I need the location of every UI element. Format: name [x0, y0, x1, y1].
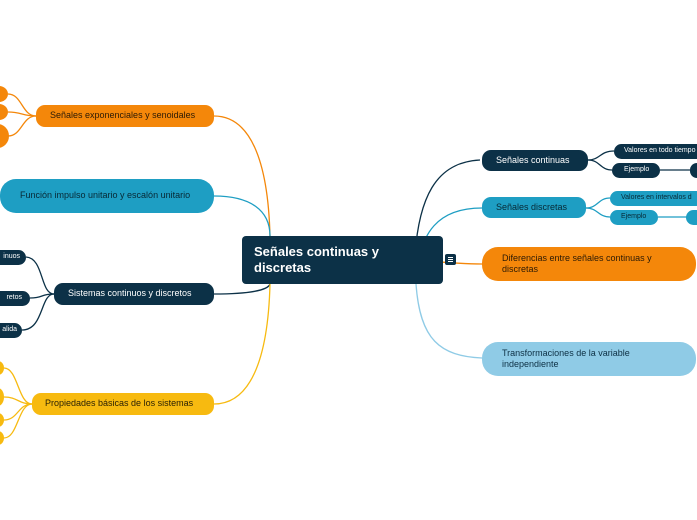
- subtopic-label: Valores en intervalos d: [621, 194, 692, 202]
- topic-diferencias[interactable]: Diferencias entre señales continuas y di…: [482, 247, 696, 281]
- subtopic-valores-discretas[interactable]: Valores en intervalos d: [610, 191, 697, 206]
- subtopic-label: Ejemplo: [621, 213, 647, 221]
- topic-label: Señales exponenciales y senoidales: [50, 110, 196, 121]
- topic-label: Señales discretas: [496, 201, 568, 212]
- topic-transformaciones[interactable]: Transformaciones de la variable independ…: [482, 342, 696, 376]
- subtopic-propiedades-1[interactable]: [0, 361, 4, 375]
- subtopic-exponenciales-1[interactable]: [0, 86, 8, 102]
- topic-label: Función impulso unitario y escalón unita…: [20, 190, 191, 201]
- topic-label: Señales continuas: [496, 154, 570, 165]
- central-topic-label: Señales continuas y discretas: [254, 244, 379, 275]
- subtopic-label: retos: [6, 294, 22, 302]
- subtopic-ejemplo-discretas-child[interactable]: [686, 210, 697, 225]
- topic-label: Diferencias entre señales continuas y di…: [502, 252, 652, 274]
- topic-label: Sistemas continuos y discretos: [68, 288, 192, 299]
- subtopic-ejemplo-continuas-child[interactable]: [690, 163, 697, 178]
- subtopic-propiedades-3[interactable]: [0, 413, 4, 427]
- topic-label: Propiedades básicas de los sistemas: [45, 398, 194, 409]
- subtopic-label: inuos: [3, 253, 20, 261]
- topic-exponenciales[interactable]: Señales exponenciales y senoidales: [36, 105, 214, 127]
- subtopic-sistemas-3[interactable]: alida: [0, 323, 22, 338]
- subtopic-propiedades-4[interactable]: [0, 431, 4, 445]
- topic-impulso[interactable]: Función impulso unitario y escalón unita…: [0, 179, 214, 213]
- topic-label: Transformaciones de la variable independ…: [502, 347, 630, 369]
- subtopic-propiedades-2[interactable]: [0, 388, 4, 406]
- topic-sistemas[interactable]: Sistemas continuos y discretos: [54, 283, 214, 305]
- subtopic-label: Ejemplo: [624, 166, 650, 174]
- note-icon[interactable]: [445, 254, 456, 265]
- topic-senales-continuas[interactable]: Señales continuas: [482, 150, 588, 171]
- subtopic-exponenciales-2[interactable]: [0, 104, 8, 120]
- subtopic-exponenciales-3[interactable]: [0, 124, 9, 148]
- subtopic-ejemplo-discretas[interactable]: Ejemplo: [610, 210, 658, 225]
- topic-propiedades[interactable]: Propiedades básicas de los sistemas: [32, 393, 214, 415]
- central-topic[interactable]: Señales continuas y discretas: [242, 236, 443, 284]
- subtopic-label: alida: [2, 326, 17, 334]
- topic-senales-discretas[interactable]: Señales discretas: [482, 197, 586, 218]
- subtopic-valores-continuas[interactable]: Valores en todo tiempo: [614, 144, 697, 159]
- subtopic-sistemas-1[interactable]: inuos: [0, 250, 26, 265]
- subtopic-label: Valores en todo tiempo: [624, 147, 696, 155]
- subtopic-sistemas-2[interactable]: retos: [0, 291, 30, 306]
- subtopic-ejemplo-continuas[interactable]: Ejemplo: [612, 163, 660, 178]
